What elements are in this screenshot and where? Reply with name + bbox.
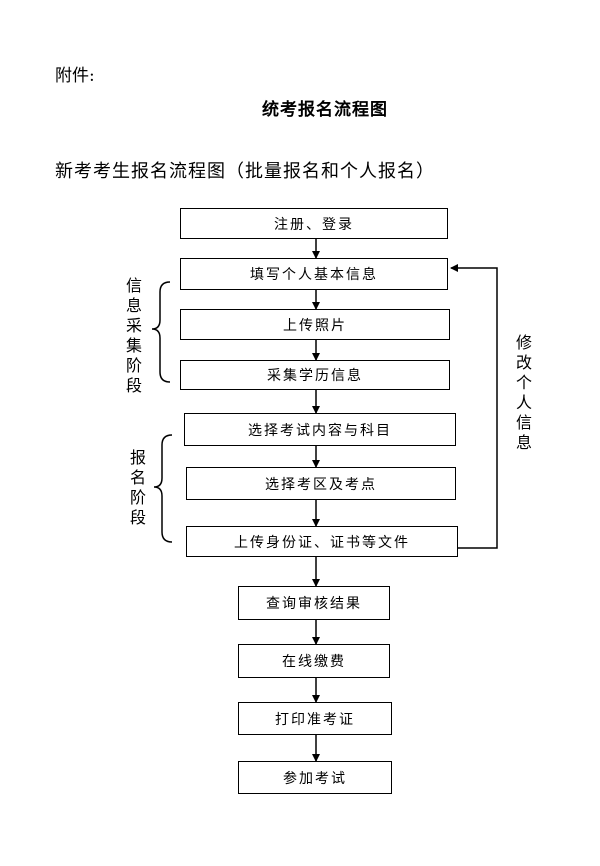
attachment-label: 附件:: [55, 66, 95, 86]
page-title: 统考报名流程图: [262, 100, 388, 120]
page-subtitle: 新考考生报名流程图（批量报名和个人报名）: [55, 161, 435, 182]
stage-label-registration: 报名阶段: [129, 448, 146, 527]
step-online-payment: 在线缴费: [238, 644, 390, 678]
step-collect-education: 采集学历信息: [180, 360, 450, 390]
step-print-admission-ticket: 打印准考证: [238, 702, 392, 735]
step-upload-photo: 上传照片: [180, 309, 450, 340]
bracket-info-collection: [151, 281, 171, 383]
bracket-registration: [153, 434, 173, 543]
step-take-exam: 参加考试: [238, 761, 392, 794]
step-register-login: 注册、登录: [180, 208, 448, 239]
stage-label-info-collection: 信息采集阶段: [125, 276, 142, 395]
feedback-loop-arrow: [450, 264, 498, 549]
step-fill-basic-info: 填写个人基本信息: [180, 258, 448, 290]
step-select-subjects: 选择考试内容与科目: [184, 413, 456, 446]
step-upload-documents: 上传身份证、证书等文件: [186, 526, 458, 557]
step-query-review: 查询审核结果: [238, 586, 390, 620]
step-select-exam-site: 选择考区及考点: [186, 467, 456, 500]
loop-label-modify-info: 修改个人信息: [515, 333, 532, 452]
